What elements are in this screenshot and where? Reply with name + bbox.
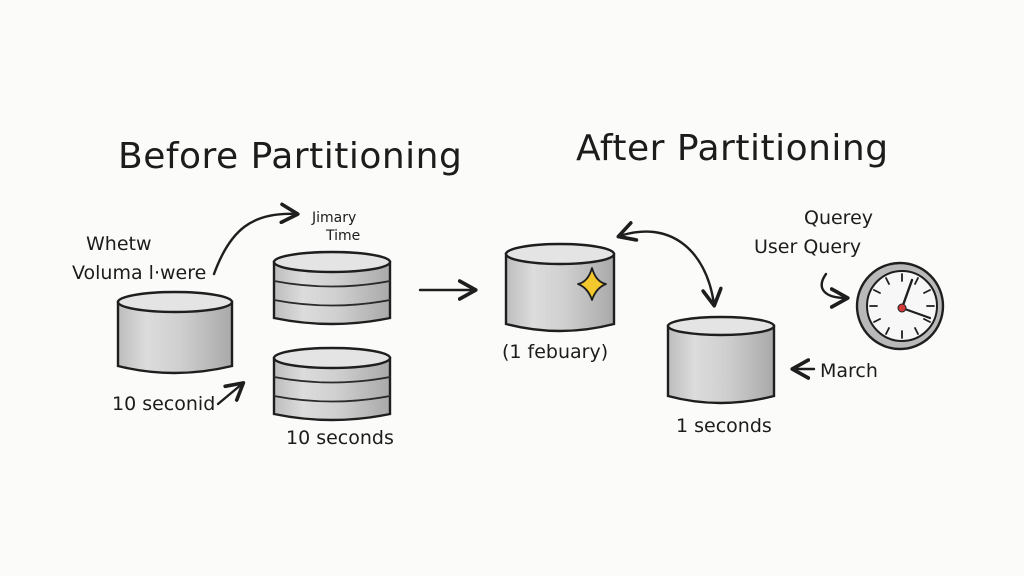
- month-label: March: [820, 360, 878, 382]
- target-label-line2: Time: [325, 228, 360, 244]
- partition-cylinder-february: [504, 242, 616, 333]
- query-label-line2: User Query: [754, 236, 861, 258]
- small-arrow: [216, 381, 246, 406]
- partition2-caption: 1 seconds: [676, 415, 772, 437]
- source-label-line2: Volumа l·wеre: [72, 262, 206, 284]
- sparkle-icon: [577, 267, 607, 301]
- clock-icon: [855, 261, 945, 351]
- source-database-cylinder: [116, 290, 234, 375]
- source-caption: 10 seconid: [112, 393, 215, 415]
- double-curved-arrow: [616, 221, 723, 308]
- partition-caption: (1 febuary): [502, 341, 608, 363]
- source-label-line1: Whetw: [86, 233, 152, 255]
- layered-database-cylinder-top: [272, 250, 392, 326]
- before-partitioning-title: Before Partitioning: [118, 136, 462, 177]
- target-label-line1: Jimary: [311, 210, 356, 226]
- curved-arrow-up: [212, 202, 300, 276]
- query-label-line1: Querey: [804, 207, 873, 229]
- after-partitioning-title: After Partitioning: [576, 128, 889, 169]
- query-arrow: [820, 272, 850, 309]
- partition-cylinder-second: [666, 315, 776, 405]
- layered-database-cylinder-bottom: [272, 346, 392, 422]
- target-caption: 10 seconds: [286, 427, 394, 449]
